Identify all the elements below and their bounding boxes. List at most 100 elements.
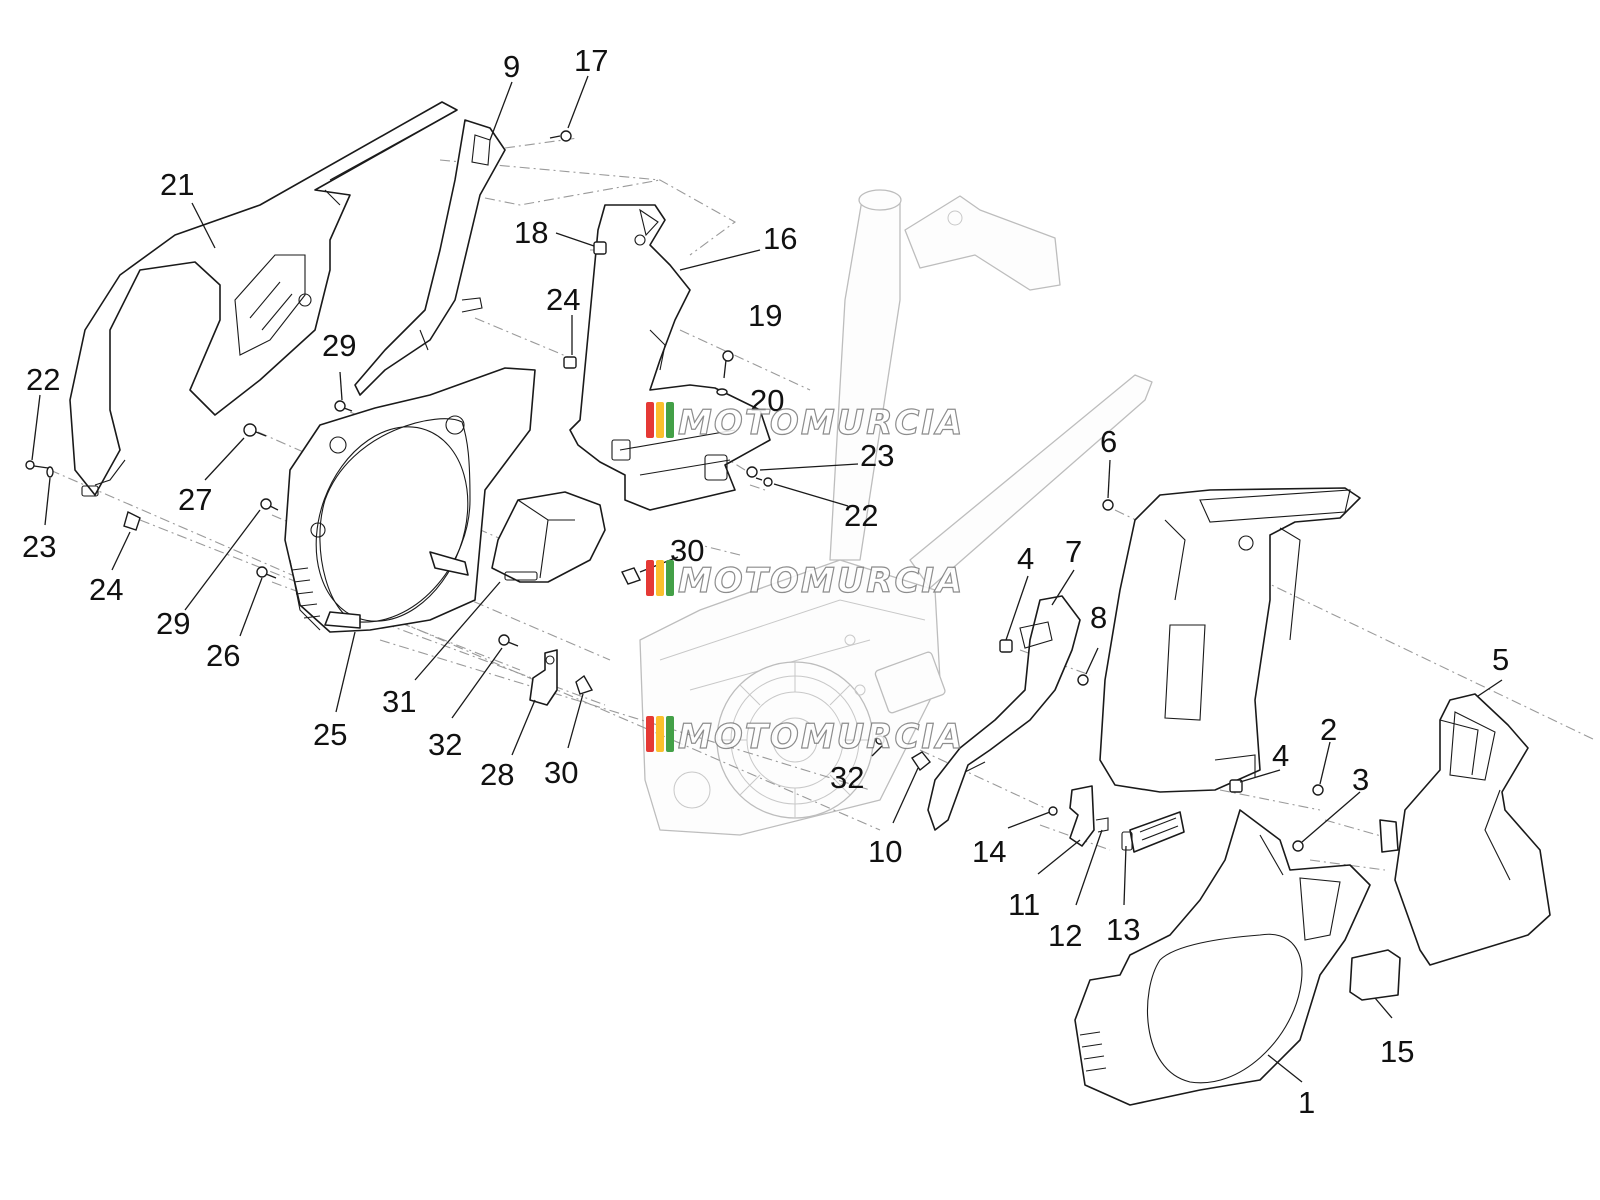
- part-12-spring-clip: [1095, 817, 1109, 833]
- screw-22-right: [755, 477, 773, 487]
- callout-31: 31: [382, 684, 416, 719]
- watermark-flag-green: [666, 402, 674, 438]
- part-7-side-bracket: [927, 595, 1081, 831]
- callout-32-left: 32: [428, 727, 462, 762]
- leader-lines: [31, 75, 1503, 1083]
- watermark-text: MOTOMURCIA: [678, 717, 964, 757]
- screw-22-left: [25, 460, 49, 470]
- clip-10: [911, 751, 931, 772]
- callout-17: 17: [574, 43, 608, 78]
- callout-5: 5: [1492, 642, 1509, 677]
- callout-11: 11: [1008, 887, 1040, 922]
- callout-7: 7: [1065, 534, 1082, 569]
- part-25-belt-cover-lower: [284, 367, 536, 633]
- part-9-trim-panel: [354, 119, 506, 396]
- screw-14: [1048, 806, 1058, 816]
- callout-13: 13: [1106, 912, 1140, 947]
- part-21-belt-cover-upper: [69, 101, 458, 497]
- watermark-flag-yellow: [656, 560, 664, 596]
- bolt-27: [243, 423, 267, 437]
- callout-29-lower: 29: [156, 606, 190, 641]
- part-side-housing: [1099, 487, 1361, 793]
- callout-24-upper: 24: [546, 282, 580, 317]
- watermark-flag-green: [666, 716, 674, 752]
- part-28-bracket: [529, 649, 558, 706]
- callout-9: 9: [503, 49, 520, 84]
- callout-23-right: 23: [860, 438, 894, 473]
- clip-30-upper: [621, 567, 641, 585]
- part-11-clip: [1069, 785, 1095, 847]
- engine-ghost: [639, 559, 946, 836]
- callout-27: 27: [178, 482, 212, 517]
- callout-30-lower: 30: [544, 755, 578, 790]
- callout-26: 26: [206, 638, 240, 673]
- screw-29-lower: [260, 498, 279, 511]
- part-31-small-cover: [491, 491, 606, 583]
- callout-25: 25: [313, 717, 347, 752]
- callout-19: 19: [748, 298, 782, 333]
- nut-4-lower: [1229, 779, 1243, 793]
- part-16-battery-bracket: [569, 204, 771, 511]
- screw-17: [549, 130, 572, 142]
- callout-28: 28: [480, 757, 514, 792]
- watermark-text: MOTOMURCIA: [678, 403, 964, 443]
- callout-22-left: 22: [26, 362, 60, 397]
- watermark-flag-green: [666, 560, 674, 596]
- screw-2: [1312, 784, 1324, 796]
- screw-32-left: [498, 634, 519, 647]
- screw-3: [1292, 840, 1304, 852]
- nut-24-lower: [123, 510, 141, 531]
- watermark-flag-red: [646, 716, 654, 752]
- part-1-lower-cover: [1074, 809, 1399, 1106]
- part-5-rear-trim: [1394, 693, 1551, 966]
- callout-23-left: 23: [22, 529, 56, 564]
- watermark-flag-red: [646, 402, 654, 438]
- nut-24-upper: [563, 356, 577, 369]
- part-13-pad: [1121, 811, 1185, 853]
- nut-4-upper: [999, 639, 1013, 653]
- part-15-cap: [1349, 949, 1401, 1001]
- callout-14: 14: [972, 834, 1006, 869]
- frame-ghost: [829, 189, 1153, 589]
- callout-20: 20: [750, 383, 784, 418]
- callout-30-upper: 30: [670, 533, 704, 568]
- callout-16: 16: [763, 221, 797, 256]
- washer-23-right: [746, 466, 758, 478]
- watermark-text: MOTOMURCIA: [678, 561, 964, 601]
- watermark-flag-yellow: [656, 716, 664, 752]
- callout-24-lower: 24: [89, 572, 123, 607]
- callout-12: 12: [1048, 918, 1082, 953]
- washer-23-left: [46, 466, 54, 478]
- screw-19: [722, 350, 734, 379]
- callout-8: 8: [1090, 600, 1107, 635]
- callout-labels: 21 9 17 18 16 24 19 20 29 22 23 27 23 22…: [22, 43, 1509, 1120]
- callout-10: 10: [868, 834, 902, 869]
- watermark-3: MOTOMURCIA: [646, 716, 964, 758]
- callout-32-right: 32: [830, 760, 864, 795]
- callout-2: 2: [1320, 712, 1337, 747]
- callout-1: 1: [1298, 1085, 1315, 1120]
- watermark-1: MOTOMURCIA: [646, 402, 964, 444]
- nut-18: [593, 241, 607, 255]
- callout-4-upper: 4: [1017, 541, 1034, 576]
- callout-3: 3: [1352, 762, 1369, 797]
- callout-15: 15: [1380, 1034, 1414, 1069]
- callout-29-upper: 29: [322, 328, 356, 363]
- watermark-2: MOTOMURCIA: [646, 560, 964, 602]
- screw-26: [256, 566, 277, 579]
- screw-6: [1102, 499, 1114, 511]
- watermark-flag-yellow: [656, 402, 664, 438]
- callout-22-right: 22: [844, 498, 878, 533]
- screw-32-right: [875, 735, 885, 745]
- callout-4-lower: 4: [1272, 738, 1289, 773]
- screw-8: [1077, 674, 1089, 686]
- washer-20: [716, 388, 728, 396]
- screw-29-upper: [334, 400, 353, 412]
- watermark-flag-red: [646, 560, 654, 596]
- fasteners: [25, 130, 1324, 852]
- callout-6: 6: [1100, 424, 1117, 459]
- callout-21: 21: [160, 167, 194, 202]
- clip-30-lower: [575, 674, 594, 695]
- callout-18: 18: [514, 215, 548, 250]
